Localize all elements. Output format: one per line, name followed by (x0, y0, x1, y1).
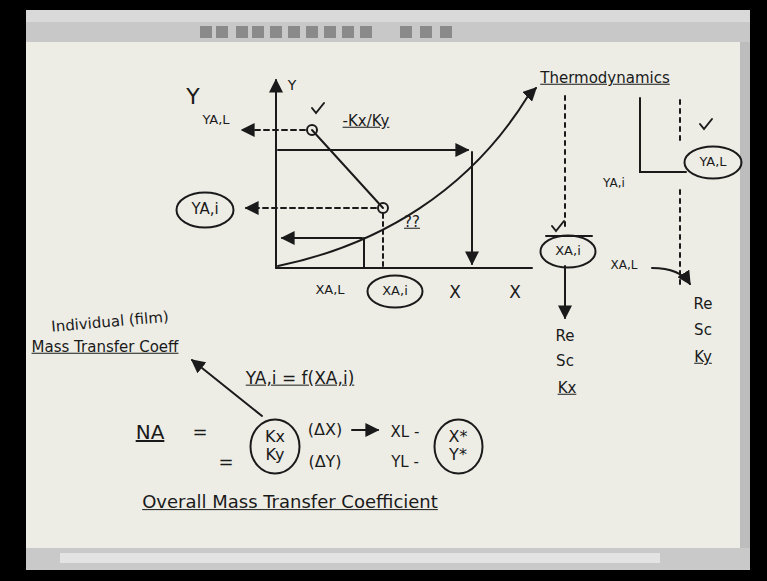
dimensionless-group: Re (556, 328, 575, 345)
term-text: X* (433, 428, 484, 446)
equation-sign: = (218, 452, 233, 472)
term-text: Y* (433, 446, 484, 464)
slope-label: -Kx/Ky (343, 113, 390, 130)
progress-track (60, 553, 660, 563)
circled-term: YA,i (175, 191, 235, 229)
variable-label: XA,L (611, 259, 638, 272)
title-bar (26, 10, 750, 22)
heading-note: Thermodynamics (540, 70, 670, 87)
variable-label: YA,i (603, 177, 625, 190)
equation-term: XL - (391, 424, 420, 441)
term-text: YA,L (683, 155, 743, 170)
equation-term: (ΔY) (308, 453, 341, 471)
note: Overall Mass Transfer Coefficient (142, 492, 438, 512)
status-bar (26, 548, 750, 570)
axis-label: X (449, 283, 461, 302)
dimensionless-group: Sc (556, 353, 574, 370)
coefficient-label: Ky (694, 349, 712, 366)
scroll-bar (740, 42, 750, 548)
circled-term: XA,i (539, 234, 597, 269)
dimensionless-group: Sc (694, 322, 712, 339)
flux-symbol: NA (136, 421, 165, 443)
term-text: XA,i (366, 284, 424, 299)
dimensionless-group: Re (694, 296, 713, 313)
circled-term: X*Y* (433, 418, 484, 475)
circled-term: YA,L (683, 145, 743, 180)
axis-label: Y (186, 85, 199, 109)
circled-term: XA,i (366, 274, 424, 309)
toolbar-icons (200, 26, 452, 38)
axis-value: XA,L (315, 283, 344, 297)
axis-value: YA,L (202, 113, 229, 127)
term-text: YA,i (175, 201, 235, 218)
note: ?? (404, 214, 420, 231)
equation: YA,i = f(XA,i) (246, 369, 355, 388)
slide-ground (26, 10, 750, 570)
circled-term: KxKy (249, 418, 301, 475)
coefficient-label: Kx (558, 380, 577, 397)
note: Individual (film) (51, 309, 170, 336)
axis-label: X (509, 283, 521, 302)
graph-lines (192, 80, 712, 430)
equation-term: YL - (391, 454, 419, 471)
toolbar (26, 22, 750, 42)
note: Mass Transfer Coeff (32, 339, 179, 356)
axis-label: Y (288, 78, 297, 93)
term-text: Kx (249, 428, 301, 446)
term-text: Ky (249, 446, 301, 464)
equation-sign: = (192, 422, 207, 442)
equation-term: (ΔX) (308, 421, 342, 439)
term-text: XA,i (539, 244, 597, 259)
